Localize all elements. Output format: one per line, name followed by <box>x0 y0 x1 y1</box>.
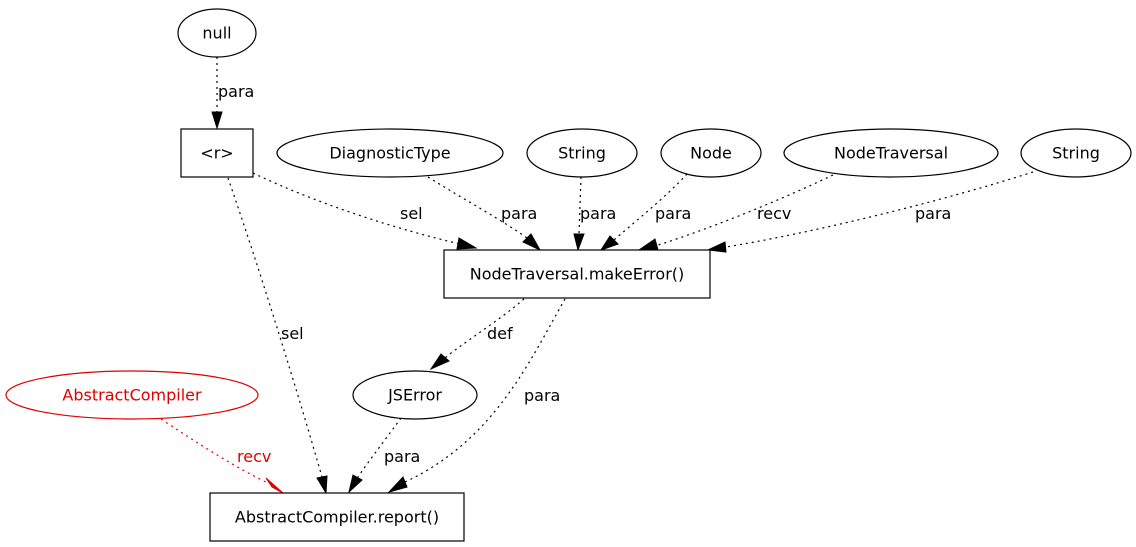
arrowhead <box>573 233 585 252</box>
arrowhead <box>637 238 659 251</box>
edge-label: recv <box>757 204 791 223</box>
node-node[interactable]: Node <box>660 128 762 178</box>
node-label: JSError <box>387 386 442 405</box>
arrowhead <box>522 233 542 252</box>
edge-jserror-to-report: para <box>348 417 420 494</box>
edge-label: sel <box>400 204 423 223</box>
edge-label: para <box>655 204 691 223</box>
edge-label: sel <box>281 324 304 343</box>
node-node-traversal[interactable]: NodeTraversal <box>783 128 999 178</box>
node-string-2[interactable]: String <box>1020 128 1132 178</box>
edge-label: para <box>218 82 254 101</box>
edge-label: para <box>384 447 420 466</box>
node-report[interactable]: AbstractCompiler.report() <box>209 492 465 542</box>
arrowhead <box>387 476 408 493</box>
edge-abstract-compiler-to-report: recv <box>160 418 284 494</box>
edge-diagnostic-type-to-make-error: para <box>427 176 542 252</box>
node-label: <r> <box>200 144 233 163</box>
edge-label: def <box>487 324 513 343</box>
node-label: NodeTraversal.makeError() <box>470 265 685 284</box>
arrowhead <box>706 241 727 253</box>
node-label: DiagnosticType <box>329 144 450 163</box>
node-label: String <box>558 144 606 163</box>
arrowhead <box>348 474 363 494</box>
edge-make-error-to-report: para <box>387 298 566 493</box>
edge-label: recv <box>237 447 271 466</box>
node-label: String <box>1052 144 1100 163</box>
edge-string1-to-make-error: para <box>573 176 616 252</box>
edge-r-to-make-error: sel <box>252 172 478 250</box>
edge-label: para <box>915 204 951 223</box>
node-label: AbstractCompiler.report() <box>235 508 439 527</box>
arrowhead <box>265 477 284 494</box>
node-r[interactable]: <r> <box>180 128 254 178</box>
arrowhead <box>429 353 450 371</box>
arrowhead <box>456 237 478 250</box>
arrowhead <box>316 475 328 495</box>
edge-node-to-make-error: para <box>599 173 691 251</box>
edge-label: para <box>580 204 616 223</box>
edge-make-error-to-jserror: def <box>429 298 525 371</box>
arrowhead <box>599 235 619 251</box>
edge-label: para <box>524 386 560 405</box>
node-label: null <box>202 24 231 43</box>
edge-r-to-report: sel <box>227 177 328 495</box>
node-label: AbstractCompiler <box>62 386 202 405</box>
node-label: NodeTraversal <box>834 144 948 163</box>
node-make-error[interactable]: NodeTraversal.makeError() <box>443 249 711 299</box>
arrowhead <box>211 111 223 130</box>
node-string-1[interactable]: String <box>526 128 638 178</box>
node-abstract-compiler[interactable]: AbstractCompiler <box>5 370 259 420</box>
edge-node-traversal-to-make-error: recv <box>637 174 834 251</box>
node-label: Node <box>690 144 732 163</box>
node-null[interactable]: null <box>177 8 257 58</box>
node-diagnostic-type[interactable]: DiagnosticType <box>276 128 504 178</box>
edge-label: para <box>501 204 537 223</box>
node-jserror[interactable]: JSError <box>352 370 478 420</box>
edge-null-to-r: para <box>211 57 254 130</box>
edge-string2-to-make-error: para <box>706 171 1034 253</box>
